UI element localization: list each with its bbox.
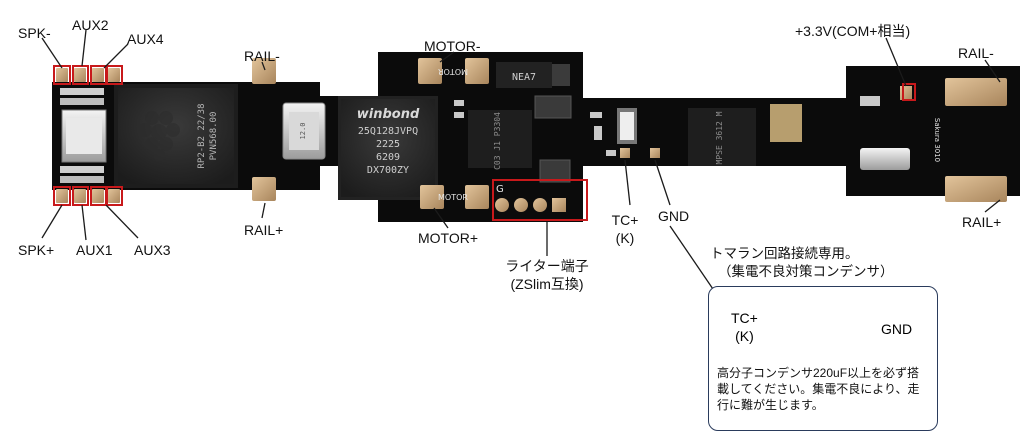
mid-smd-parts	[454, 95, 616, 183]
label-tc-k: (K)	[615, 230, 635, 246]
inset-note: 高分子コンデンサ220uF以上を必ず搭載してください。集電不良により、走行に難が…	[717, 366, 920, 412]
leader-lines	[41, 29, 1001, 293]
sot-text: NEA7	[512, 72, 536, 83]
label-aux3: AUX3	[134, 242, 171, 258]
svg-text:Sakura 3010: Sakura 3010	[933, 118, 941, 162]
left-pads	[56, 58, 276, 203]
label-rail-plus-right: RAIL+	[962, 214, 1002, 230]
flash-text-3: 6209	[376, 152, 400, 163]
label-aux2: AUX2	[72, 17, 109, 33]
inset-tc-plus: TC+	[731, 310, 758, 326]
label-writer-terminal: ライター端子	[505, 258, 589, 274]
label-gnd: GND	[658, 208, 690, 224]
regulator-text: MPSE 3612 M	[715, 111, 724, 164]
crystal: 12.0	[282, 102, 326, 160]
regulator-chip: MPSE 3612 M	[688, 108, 756, 166]
red-callouts	[53, 65, 916, 221]
inset-tc-label: TC+ (K)	[731, 309, 758, 345]
inset-gnd-label: GND	[881, 321, 913, 337]
inset-title: トマラン回路接続専用。 （集電不良対策コンデンサ）	[710, 245, 940, 281]
flash-text-4: DX700ZY	[367, 165, 409, 176]
label-aux4: AUX4	[127, 31, 164, 47]
driver-chip: C03 J1 P3304	[468, 110, 532, 170]
sot-chip: NEA7	[496, 62, 570, 88]
motor-pads: MOTOR MOTOR	[418, 58, 489, 209]
inset-title-line2: （集電不良対策コンデンサ）	[718, 264, 894, 279]
motor-silk-bottom: MOTOR	[438, 193, 468, 202]
writer-header: G	[495, 184, 566, 212]
right-pads: Sakura 3010	[933, 78, 1007, 202]
label-aux1: AUX1	[76, 242, 113, 258]
mcu-text-1: RP2-B2 22/38	[197, 103, 207, 168]
flash-text-2: 2225	[376, 139, 400, 150]
svg-text:G: G	[496, 184, 504, 195]
flash-brand: winbond	[357, 107, 420, 122]
left-smd-parts	[60, 88, 107, 183]
label-spk-plus: SPK+	[18, 242, 55, 258]
flash-chip: winbond 25Q128JVPQ 2225 6209 DX700ZY	[338, 96, 438, 200]
label-rail-plus-left: RAIL+	[244, 222, 284, 238]
inset-tc-k: (K)	[735, 328, 754, 344]
label-motor-minus: MOTOR-	[424, 38, 481, 54]
inset-title-line1: トマラン回路接続専用。	[710, 246, 859, 261]
label-rail-minus-left: RAIL-	[244, 48, 280, 64]
label-spk-minus: SPK-	[18, 25, 51, 41]
label-tc-plus: TC+	[611, 212, 639, 228]
label-writer-terminal-sub: (ZSlim互換)	[510, 276, 584, 292]
crystal-text: 12.0	[299, 123, 307, 140]
flash-text-1: 25Q128JVPQ	[358, 126, 418, 137]
driver-text: C03 J1 P3304	[493, 112, 502, 170]
label-motor-plus: MOTOR+	[418, 230, 479, 246]
label-3v3: +3.3V(COM+相当)	[795, 23, 911, 39]
mcu-chip: RP2-B2 22/38 PVN568.00	[114, 84, 238, 188]
capacitor-inset: TC+ (K) GND 高分子コンデンサ220uF以上を必ず搭載してください。集…	[708, 286, 938, 431]
tc-gnd-pads	[617, 108, 660, 158]
mcu-text-2: PVN568.00	[209, 112, 219, 161]
motor-silk-top: MOTOR	[438, 67, 468, 76]
label-rail-minus-right: RAIL-	[958, 45, 994, 61]
